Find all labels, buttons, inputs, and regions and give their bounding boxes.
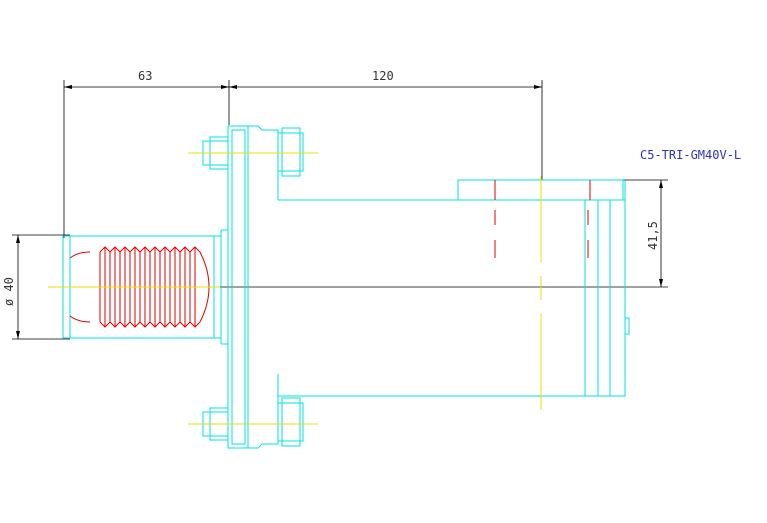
dimension-63: 63 <box>63 69 230 238</box>
dimension-120: 120 <box>229 69 543 180</box>
part-label: C5-TRI-GM40V-L <box>640 148 741 162</box>
dimension-63-text: 63 <box>138 69 152 83</box>
dimension-41-5: 41,5 <box>220 179 668 288</box>
dimension-diameter-text: ø 40 <box>2 277 16 306</box>
housing <box>278 179 630 397</box>
dimension-120-text: 120 <box>372 69 394 83</box>
dimension-diameter: ø 40 <box>2 234 70 340</box>
centerlines <box>48 152 542 425</box>
dimension-41-5-text: 41,5 <box>646 221 660 250</box>
